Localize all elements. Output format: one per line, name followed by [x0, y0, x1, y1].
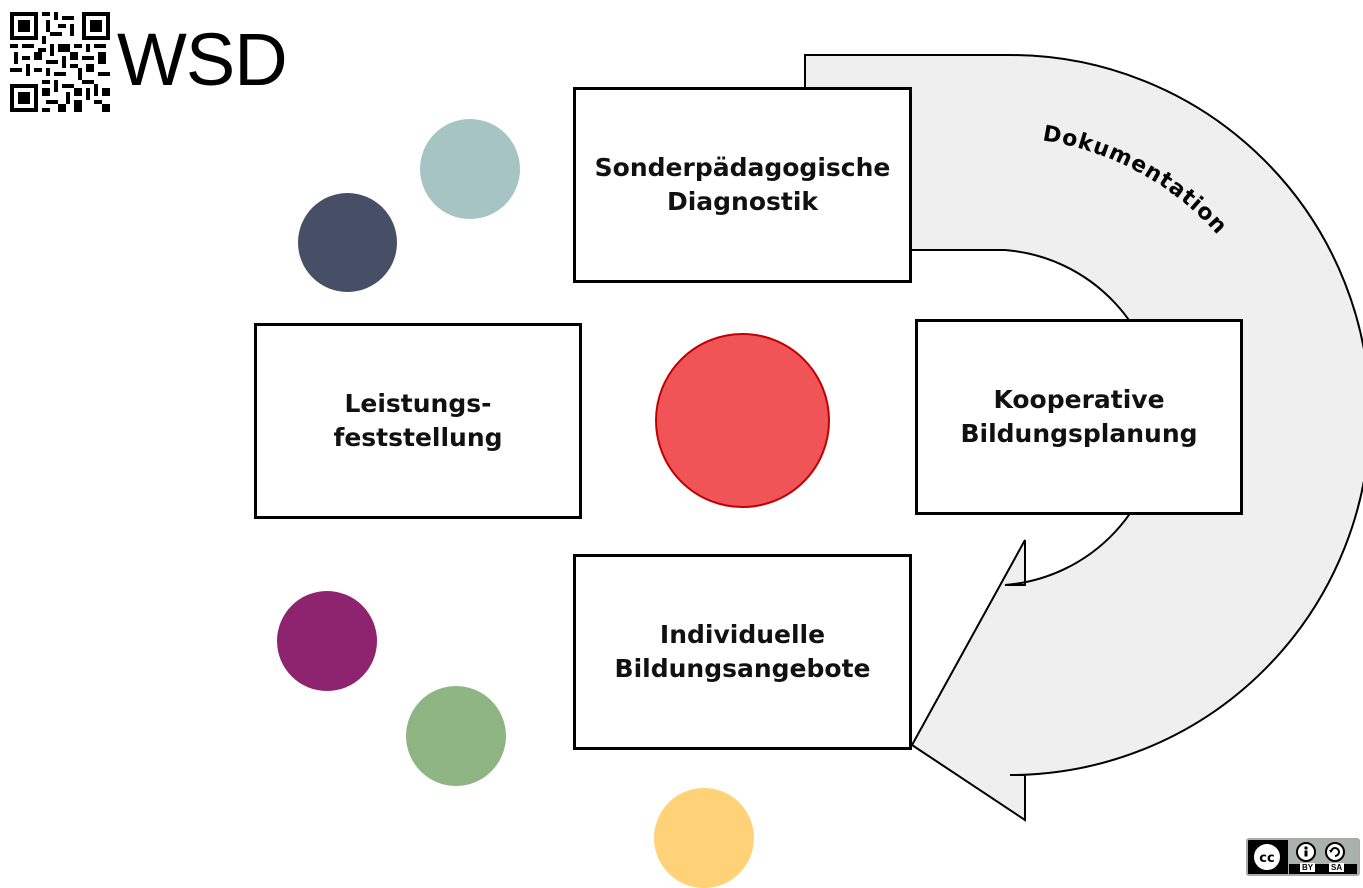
box-label-line-2: feststellung [333, 423, 503, 452]
cc-license-graphic: cc [1252, 840, 1358, 874]
box-sonderpaedagogische-diagnostik: Sonderpädagogische Diagnostik [573, 87, 912, 283]
dot-navy [298, 193, 397, 292]
box-label: Sonderpädagogische Diagnostik [595, 151, 891, 219]
box-individuelle-bildungsangebote: Individuelle Bildungsangebote [573, 554, 912, 750]
box-label-line-1: Leistungs- [344, 389, 492, 418]
box-label-line-1: Individuelle [659, 620, 826, 649]
cc-sa-label: SA [1329, 863, 1345, 872]
box-label: Leistungs- feststellung [333, 387, 502, 455]
cc-by-sa-icon: cc BY SA [1246, 838, 1360, 876]
box-label-line-2: Bildungsangebote [614, 654, 871, 683]
box-label-line-2: Bildungsplanung [960, 419, 1198, 448]
box-label-line-1: Kooperative [993, 385, 1165, 414]
cc-by-label: BY [1300, 863, 1316, 872]
dot-green [406, 686, 506, 786]
dot-teal [420, 119, 520, 219]
box-kooperative-bildungsplanung: Kooperative Bildungsplanung [915, 319, 1243, 515]
box-label: Individuelle Bildungsangebote [615, 618, 871, 686]
center-circle [655, 333, 830, 508]
dot-purple [277, 591, 377, 691]
box-label-line-2: Diagnostik [666, 187, 819, 216]
qr-code-icon [10, 12, 110, 112]
box-leistungsfeststellung: Leistungs- feststellung [254, 323, 582, 519]
svg-text:cc: cc [1259, 851, 1274, 866]
logo-text: WSD [117, 18, 288, 101]
box-label-line-1: Sonderpädagogische [594, 153, 891, 182]
dot-yellow [654, 788, 754, 888]
box-label: Kooperative Bildungsplanung [960, 383, 1197, 451]
